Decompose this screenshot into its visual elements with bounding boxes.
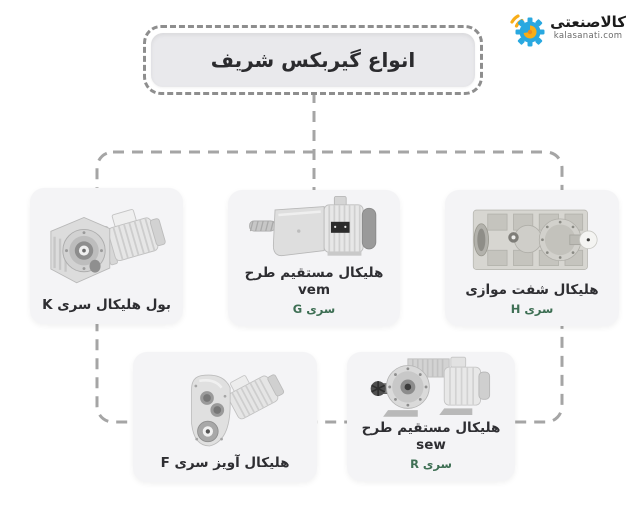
card-series-label-h: سری H	[510, 302, 554, 316]
bevel-helical-gearmotor-image	[49, 208, 166, 283]
card-series-r: هلیکال مستقیم طرح sew سری R	[347, 352, 515, 481]
card-label-h: هلیکال شفت موازی	[465, 282, 599, 299]
g-series-image-wrap	[232, 193, 396, 265]
card-series-h: هلیکال شفت موازی سری H	[445, 190, 619, 326]
card-label-f: هلیکال آویز سری F	[160, 455, 290, 472]
gear-with-signal-icon	[510, 14, 545, 47]
card-series-label-g: سری G	[292, 302, 336, 316]
card-series-label-r: سری R	[410, 457, 452, 471]
f-series-image-wrap	[137, 358, 313, 455]
card-series-f: هلیکال آویز سری F	[133, 352, 317, 482]
inline-helical-gearmotor-vem-image	[249, 196, 377, 257]
k-series-image-wrap	[34, 194, 179, 297]
card-series-k: بول هلیکال سری K	[30, 188, 183, 324]
card-label-r: هلیکال مستقیم طرح sew	[361, 420, 501, 454]
parallel-shaft-helical-gearbox-image	[472, 209, 598, 271]
card-label-g: هلیکال مستقیم طرح vem	[244, 265, 384, 299]
r-series-image-wrap	[351, 344, 511, 420]
brand-domain: kalasanati.com	[553, 31, 623, 42]
brand-wordmark: کالاصنعتی kalasanati.com	[550, 15, 626, 41]
page-title: انواع گیربکس شریف	[210, 48, 416, 72]
shaft-mounted-helical-gearmotor-image	[191, 373, 285, 446]
inline-helical-gearmotor-sew-image	[370, 357, 491, 417]
card-label-k: بول هلیکال سری K	[42, 297, 171, 314]
h-series-image-wrap	[449, 196, 615, 282]
title-node: انواع گیربکس شریف	[143, 25, 483, 95]
card-series-g: هلیکال مستقیم طرح vem سری G	[228, 190, 400, 326]
brand-name: کالاصنعتی	[550, 13, 626, 32]
brand-logo: کالاصنعتی kalasanati.com	[504, 8, 626, 48]
title-box: انواع گیربکس شریف	[151, 33, 475, 87]
